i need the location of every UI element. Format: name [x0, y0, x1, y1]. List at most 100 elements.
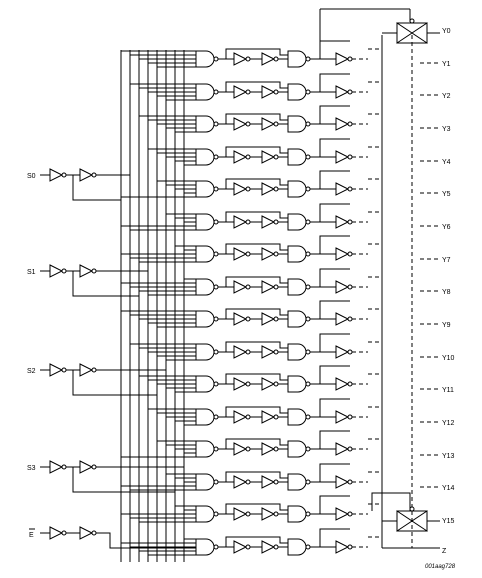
- channel-row-5: [121, 203, 380, 231]
- inverter-row-14-a-bubble: [245, 511, 251, 517]
- inverter-row-2-c-bubble: [347, 121, 353, 127]
- nand-decode-6: [195, 245, 215, 263]
- nand-decode-5-bubble: [213, 219, 219, 225]
- inverter-row-3-c-bubble: [347, 154, 353, 160]
- wire-comp-s2: [72, 370, 157, 396]
- channel-row-6: [121, 235, 380, 263]
- nand-out-2: [287, 115, 307, 133]
- nand-decode-12-bubble: [213, 446, 219, 452]
- inverter-row-2-b-bubble: [273, 121, 279, 127]
- inverter-row-7-b-bubble: [273, 284, 279, 290]
- inverter-row-4-c-bubble: [347, 186, 353, 192]
- inverter-row-3-c: [335, 150, 350, 164]
- inverter-row-12-b: [261, 442, 276, 456]
- wire-gate-10: [319, 365, 350, 384]
- wire-enable: [96, 532, 196, 549]
- channel-row-2: [139, 105, 380, 133]
- nand-out-10-bubble: [305, 381, 311, 387]
- nand-out-6-bubble: [305, 251, 311, 257]
- channel-row-1: [130, 73, 380, 101]
- wire-feed-9: [225, 341, 288, 352]
- inverter-e-a-bubble: [61, 530, 67, 536]
- output-label-y9: Y9: [442, 322, 451, 329]
- wire-feed-13: [225, 471, 288, 482]
- inverter-row-5-b: [261, 215, 276, 229]
- wire-feed-2: [225, 113, 288, 124]
- inverter-row-15-a: [233, 540, 248, 554]
- inverter-row-6-b-bubble: [273, 251, 279, 257]
- nand-out-14: [287, 505, 307, 523]
- transmission-gate-y15-bubble: [409, 506, 415, 512]
- inverter-row-9-b-bubble: [273, 349, 279, 355]
- wire-comp-s3: [72, 467, 175, 493]
- inverter-s3-a-bubble: [61, 464, 67, 470]
- nand-decode-2: [195, 115, 215, 133]
- inverter-s0-a: [49, 168, 64, 182]
- wire-gate-8: [319, 300, 350, 319]
- inverter-row-13-b-bubble: [273, 479, 279, 485]
- inverter-row-9-c: [335, 345, 350, 359]
- nand-decode-11: [195, 408, 215, 426]
- channel-row-8: [121, 300, 380, 328]
- inverter-row-13-c: [335, 475, 350, 489]
- inverter-e-b-bubble: [91, 530, 97, 536]
- output-label-y1: Y1: [442, 61, 451, 68]
- wire-feed-11: [225, 406, 288, 417]
- nand-decode-7: [195, 278, 215, 296]
- inverter-row-5-c-bubble: [347, 219, 353, 225]
- inverter-row-2-a-bubble: [245, 121, 251, 127]
- inverter-row-0-c: [335, 52, 350, 66]
- nand-out-5: [287, 213, 307, 231]
- inverter-row-2-c: [335, 117, 350, 131]
- output-label-y13: Y13: [442, 453, 455, 460]
- inverter-row-12-a: [233, 442, 248, 456]
- inverter-row-10-b-bubble: [273, 381, 279, 387]
- inverter-row-15-a-bubble: [245, 544, 251, 550]
- wire-gate-5: [319, 203, 350, 222]
- nand-out-7: [287, 278, 307, 296]
- inverter-row-1-a-bubble: [245, 89, 251, 95]
- transmission-gate-y15-b: [411, 510, 428, 532]
- nand-out-9: [287, 343, 307, 361]
- inverter-row-5-a: [233, 215, 248, 229]
- inverter-row-10-b: [261, 377, 276, 391]
- input-label-e: E: [29, 532, 34, 539]
- inverter-row-4-c: [335, 182, 350, 196]
- nand-decode-2-bubble: [213, 121, 219, 127]
- nand-out-10: [287, 375, 307, 393]
- switch-bottom-gate: [371, 492, 411, 511]
- nand-out-14-bubble: [305, 511, 311, 517]
- wire-gate-6: [319, 235, 350, 254]
- wire-feed-12: [225, 438, 288, 449]
- inverter-s3-b: [79, 460, 94, 474]
- wire-gate-3: [319, 138, 350, 157]
- nand-out-8: [287, 310, 307, 328]
- inverter-s2-a: [49, 363, 64, 377]
- input-label-s1: S1: [27, 269, 36, 276]
- inverter-row-8-c-bubble: [347, 316, 353, 322]
- inverter-row-11-b-bubble: [273, 414, 279, 420]
- inverter-row-15-c-bubble: [347, 544, 353, 550]
- channel-row-3: [148, 138, 380, 166]
- wire-feed-8: [225, 308, 288, 319]
- inverter-row-7-a: [233, 280, 248, 294]
- nand-out-13-bubble: [305, 479, 311, 485]
- nand-out-15-bubble: [305, 544, 311, 550]
- inverter-row-8-a: [233, 312, 248, 326]
- nand-out-0: [287, 50, 307, 68]
- inverter-s0-b: [79, 168, 94, 182]
- wire-gate-9: [319, 333, 350, 352]
- inverter-row-5-c: [335, 215, 350, 229]
- inverter-row-10-c-bubble: [347, 381, 353, 387]
- wire-gate-12: [319, 430, 350, 449]
- wire-feed-0: [225, 48, 288, 59]
- inverter-row-2-b: [261, 117, 276, 131]
- nand-decode-10: [195, 375, 215, 393]
- inverter-row-3-b-bubble: [273, 154, 279, 160]
- wire-feed-7: [225, 276, 288, 287]
- inverter-row-5-a-bubble: [245, 219, 251, 225]
- nand-decode-0-bubble: [213, 56, 219, 62]
- inverter-s0-a-bubble: [61, 172, 67, 178]
- nand-out-1: [287, 83, 307, 101]
- input-label-s0: S0: [27, 173, 36, 180]
